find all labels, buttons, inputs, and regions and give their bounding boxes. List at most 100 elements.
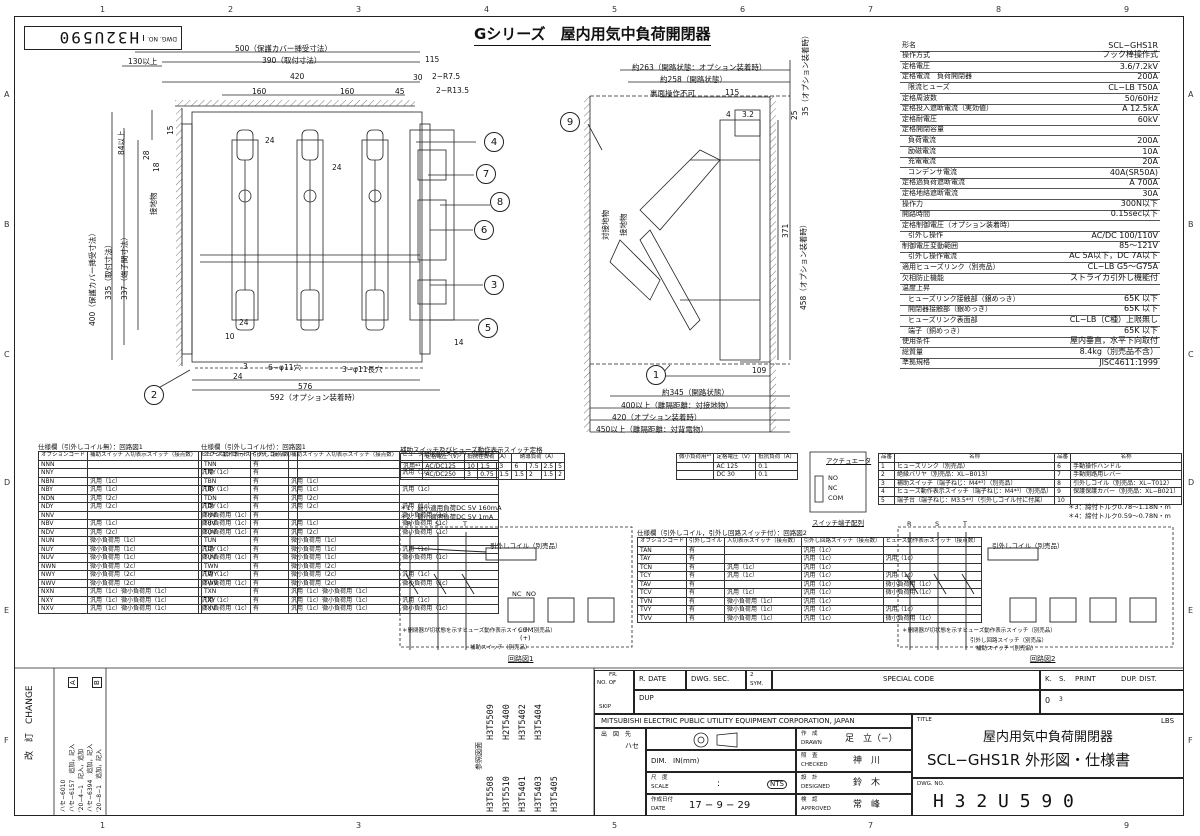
spec-row: 定格投入遮断電流（実効値）A 12.5kA [900,104,1160,116]
table2-cell: 汎用（1c） [399,485,499,495]
parts-cell: 手動開路用レバー [1070,470,1183,480]
grid-col-2: 2 [228,5,234,14]
tb-scale-en: SCALE [651,784,669,790]
table4-cell: 微小負荷用（1c） [882,579,982,589]
table2-cell: 汎用（1c） [288,519,401,529]
table2-cell: 汎用（2c） [288,527,401,537]
grid-row-b: B [4,220,10,229]
dim-263: 約263（開路状態：オプション装着時） [632,63,767,72]
spec-row: 温度上昇 [900,284,1160,296]
table2-cell: 有 [250,493,290,503]
table2-cell: 有 [250,485,290,495]
tb-dwgsec: DWG. SEC. [691,675,730,683]
table1-cell: 微小負荷用（2c） [87,561,200,571]
change-row-2: ハセ−6157 追加，記入 [69,743,76,812]
spec-value: 65K 以下 [1124,304,1158,314]
table1-cell: NDY [37,502,89,512]
table4-cell: TAV [636,579,688,589]
table1-caption: 仕様欄（引外しコイル無）：回路図1 [38,443,143,451]
spec-value: フック棒操作式 [1102,50,1158,60]
table4-cell: 有 [686,545,726,555]
dim-420: 420 [290,72,305,81]
dim-500: 500（保護カバー挿受寸法） [235,44,332,53]
spec-key: 引外し操作電流 [908,252,957,261]
table1-cell [87,459,200,469]
table4-cell: TAN [636,545,688,555]
table4-cell: TCY [636,571,688,581]
tb-drawn-cell: 作 成 DRAWN 足 立（−） [796,728,912,750]
table2-cell: 微小負荷用（1c） [399,527,499,537]
table3-micro-cell: AC 125 [713,461,757,471]
table2-cell: 汎用（1c） [399,595,499,605]
grid-col-5: 5 [612,5,618,14]
spec-key: 定格制御電圧（オプション装着時） [902,220,1014,229]
callout-2: 2 [144,385,164,405]
spec-key: 欠相防止機能 [902,273,944,282]
table4-cell: 有 [686,588,726,598]
table4-cell: 汎用（1c） [800,571,884,581]
c2-s: S [935,520,940,528]
table4-cell: 汎用（1c） [800,596,884,606]
tb-skip: SKIP [599,704,612,710]
parts-cell: 6 [1054,461,1072,471]
parts-cell: 3 [877,478,896,488]
tb-dup-cell: DUP [634,690,1040,714]
tb-origin: 出 図 先 [601,731,632,738]
dim-32: 3.2 [742,110,754,119]
spec-key: 使用条件 [902,337,930,346]
parts-note3: ＊3：締付トルク0.78〜1.18N・m [1068,503,1171,511]
c2-note: ＊開閉器が切状態を示すヒューズ動作表示スイッチ（別売品） [902,628,1056,634]
spec-key: 準拠規格 [902,358,930,367]
grid-row-f: F [4,736,9,745]
dim-24d: 24 [233,372,243,381]
tb-title-cell: TITLE LBS 屋内用気中負荷開閉器 SCL−GHS1R 外形図・仕様書 [912,714,1184,778]
tb-zero-cell: 0 3 [1040,690,1184,714]
table2-cell: TBN [200,476,252,486]
parts-cell: 手動操作ハンドル [1070,461,1183,471]
table3-cell: 7.5 [525,461,542,471]
table2: オプションコード引外しコイル補助スイッチ 入切表示スイッチ（接点数）ヒューズ動作… [200,451,499,614]
table1-cell: NWN [37,561,89,571]
table3-micro-header: 微小負荷用*² [675,453,715,463]
dim-r135: 2−R13.5 [436,86,469,95]
table1-cell: NXN [37,587,89,597]
table2-cell: TUN [200,536,252,546]
c2-t: T [963,520,967,528]
dim-24b: 24 [332,163,342,172]
c2-coil: 引外しコイル（別売品） [992,542,1064,550]
grid-col-3: 3 [356,5,362,14]
table1-cell: 汎用（2c） [87,493,200,503]
table4-cell: 汎用（1c） [800,613,884,623]
table2-cell [288,459,401,469]
spec-value: SCL−GHS1R [1108,40,1158,50]
table2-cell: 微小負荷用（1c） [399,578,499,588]
dim-258: 約258（開路状態） [660,75,727,84]
parts-cell: ヒューズリンク（別売品） [894,461,1056,471]
dim-backlabel: 裏面操作不可 [650,89,695,98]
table2-header: オプションコード [200,451,252,461]
spec-row: 操作方式フック棒操作式 [900,50,1160,63]
parts-header: 品番 [877,453,896,463]
table4-header: ヒューズ動作表示スイッチ（接点数） [882,537,982,547]
table3-cell: 2 [525,470,542,480]
parts-cell: 1 [877,461,896,471]
spec-key: 総質量 [902,347,923,356]
parts-cell: 4 [877,487,896,497]
table2-cell: 有 [250,476,290,486]
tb-dimunit: IN(mm) [673,757,700,765]
callout-9: 9 [560,112,580,132]
parts-cell: 引外しコイル（別売品：XL−T012） [1070,478,1183,488]
tb-dwgsec-cell: DWG. SEC. [686,670,746,690]
